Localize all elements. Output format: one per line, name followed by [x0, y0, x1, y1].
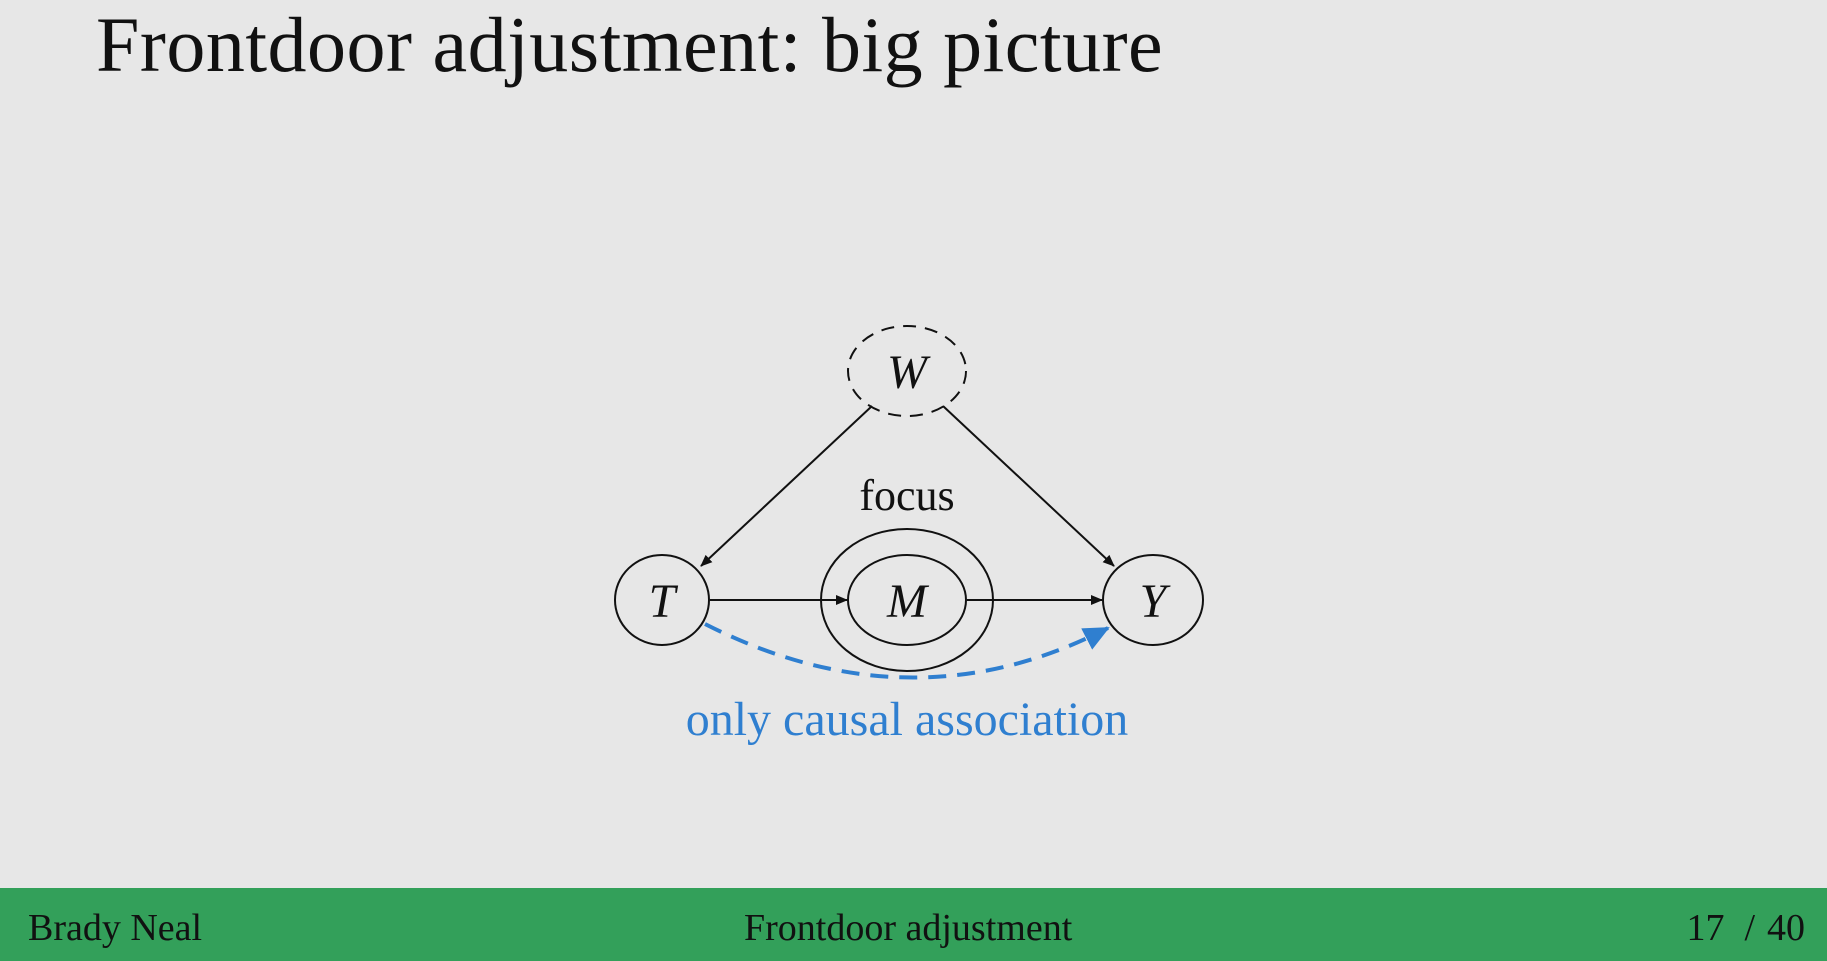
- node-m-label: M: [886, 575, 930, 628]
- slide-title: Frontdoor adjustment: big picture: [96, 1, 1164, 88]
- footer-author: Brady Neal: [28, 907, 203, 949]
- node-m: [847, 554, 967, 646]
- page-total: 40: [1767, 907, 1805, 949]
- edge-w-to-y: [942, 405, 1115, 567]
- edge-w-to-t: [700, 405, 873, 567]
- node-y-label: Y: [1140, 575, 1171, 628]
- slide-footer: Brady Neal Frontdoor adjustment 17 / 40: [0, 888, 1827, 961]
- causal-association-label: only causal association: [686, 693, 1129, 746]
- causal-association-path: [704, 622, 1110, 680]
- node-w-label: W: [887, 346, 931, 399]
- page-current: 17: [1686, 907, 1725, 949]
- node-w-unobserved: [847, 325, 967, 417]
- focus-label: focus: [859, 471, 954, 520]
- node-t: [614, 554, 710, 646]
- footer-topic: Frontdoor adjustment: [744, 907, 1073, 949]
- footer-page-number: 17 / 40: [1686, 906, 1805, 950]
- node-y: [1102, 554, 1204, 646]
- node-t-label: T: [649, 575, 679, 628]
- page-separator: /: [1744, 907, 1755, 949]
